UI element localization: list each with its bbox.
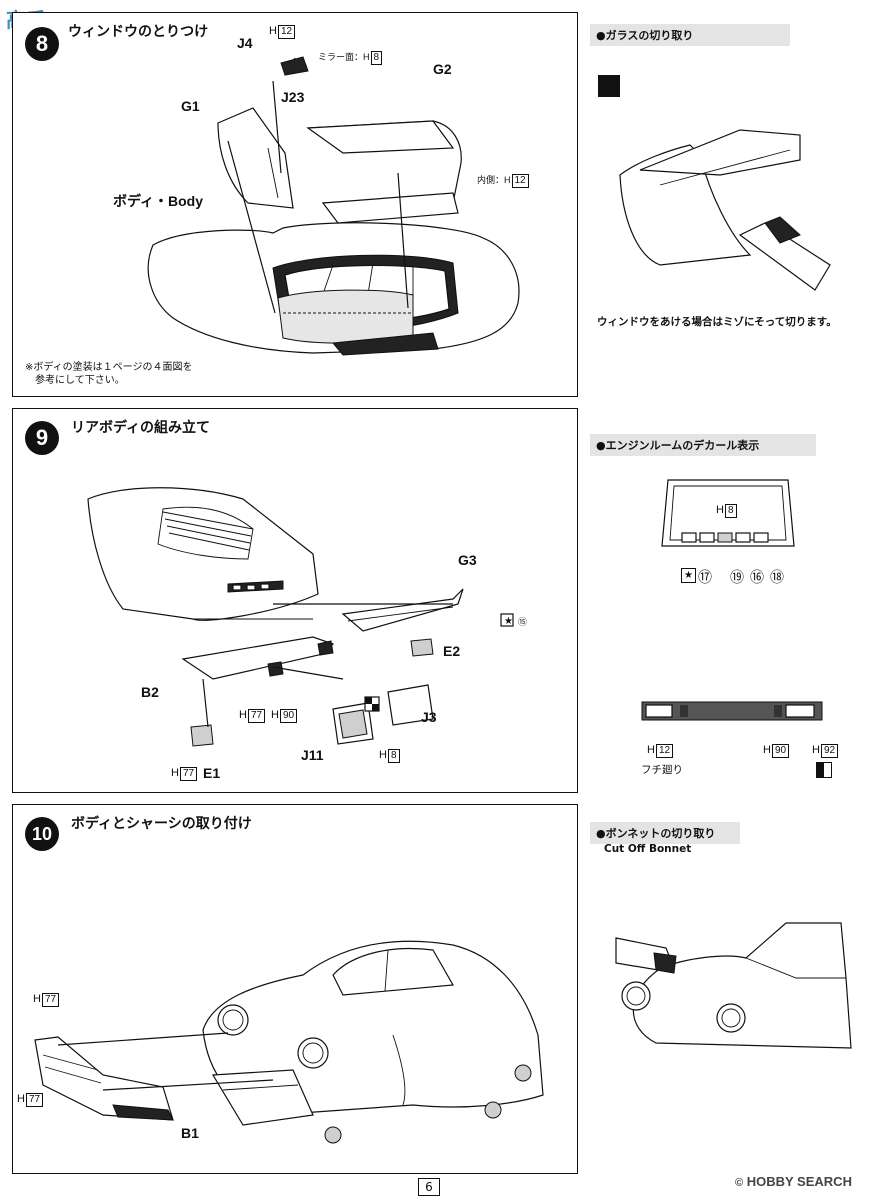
label-J11: J11 xyxy=(301,747,324,763)
label-J4: J4 xyxy=(237,35,253,51)
engine-room-drawing xyxy=(661,479,795,547)
ref-box: 12 xyxy=(655,744,674,758)
step-9-badge: 9 xyxy=(25,421,59,455)
step-9-panel: 9 リアボディの組み立て ★ G3 ⑮ E2 xyxy=(12,408,578,793)
ref-box: 92 xyxy=(820,744,839,758)
footer-brand: © HOBBY SEARCH xyxy=(735,1174,852,1189)
side-engine-heading: ●エンジンルームのデカール表示 xyxy=(590,434,816,456)
label-B2: B2 xyxy=(141,684,159,700)
ref-box: 77 xyxy=(247,709,266,723)
svg-text:★: ★ xyxy=(504,616,513,627)
ref-letter: H xyxy=(17,1093,25,1105)
label-body: ボディ・Body xyxy=(113,193,204,209)
page-number: 6 xyxy=(418,1178,440,1196)
glass-cut-drawing xyxy=(619,129,831,291)
ref-letter: H xyxy=(33,993,41,1005)
side-bonnet-sub: Cut Off Bonnet xyxy=(604,843,692,855)
ref-letter: H xyxy=(269,25,277,37)
label-E2: E2 xyxy=(443,643,461,659)
ref-box: 90 xyxy=(771,744,790,758)
bonnet-cut-drawing xyxy=(615,922,852,1049)
ref-letter: 内側：H xyxy=(477,175,511,185)
ref-letter: H xyxy=(763,744,771,756)
step-8-badge: 8 xyxy=(25,27,59,61)
copyright-icon: © xyxy=(735,1177,744,1189)
engine-star-icon: ★ xyxy=(681,568,696,583)
step-9-title: リアボディの組み立て xyxy=(71,420,211,436)
rear-body-drawing: ★ xyxy=(87,487,514,747)
ref-letter: H xyxy=(379,749,387,761)
label-G3: G3 xyxy=(458,552,477,568)
ref-box: 77 xyxy=(25,1093,44,1107)
decal-17: ⑰ xyxy=(698,569,712,585)
label-G2: G2 xyxy=(433,61,452,77)
ref-box: 8 xyxy=(387,749,400,763)
ref-box: 12 xyxy=(511,174,529,188)
ref-letter: ミラー面：H xyxy=(318,52,370,62)
step-10-badge: 10 xyxy=(25,817,59,851)
window-assembly-drawing xyxy=(147,56,520,356)
label-G1: G1 xyxy=(181,98,200,114)
ref-star-15: ⑮ xyxy=(516,616,532,629)
label-E1: E1 xyxy=(203,765,221,781)
label-J3: J3 xyxy=(421,709,437,725)
ref-box: 8 xyxy=(724,504,737,518)
decal-18: ⑱ xyxy=(770,569,784,585)
decal-15: ⑮ xyxy=(517,617,527,627)
ref-box: 77 xyxy=(41,993,60,1007)
ref-box: 90 xyxy=(279,709,298,723)
ref-letter: H xyxy=(271,709,279,721)
ref-box: 12 xyxy=(277,25,296,39)
paint-note-line1: ※ボディの塗装は１ページの４面図を xyxy=(25,362,193,373)
body-chassis-drawing xyxy=(34,940,544,1144)
paint-note: ※ボディの塗装は１ページの４面図を 参考にして下さい。 xyxy=(25,361,192,387)
ref-box: 77 xyxy=(179,767,198,781)
decal-19: ⑲ xyxy=(730,569,744,585)
step-10-title: ボディとシャーシの取り付け xyxy=(71,816,252,832)
side-bonnet-heading: ●ボンネットの切り取り xyxy=(590,822,740,844)
label-B1: B1 xyxy=(181,1125,199,1141)
maker-logo-icon xyxy=(598,75,620,97)
ref-box: 8 xyxy=(370,51,383,65)
paint-note-line2: 参考にして下さい。 xyxy=(35,375,125,386)
step-8-title: ウィンドウのとりつけ xyxy=(68,24,209,40)
side-glass-heading: ●ガラスの切り取り xyxy=(590,24,790,46)
side-glass-text: ウィンドウをあける場合はミゾにそって切ります。 xyxy=(597,316,837,328)
decal-16: ⑯ xyxy=(750,569,764,585)
footer-brand-text: HOBBY SEARCH xyxy=(746,1174,852,1189)
strip-check-icon xyxy=(816,762,832,778)
tail-strip-drawing xyxy=(641,701,823,721)
label-J23: J23 xyxy=(281,89,305,105)
ref-letter: H xyxy=(647,744,655,756)
ref-letter: H xyxy=(171,767,179,779)
ref-letter: H xyxy=(812,744,820,756)
ref-letter: H xyxy=(716,504,724,516)
ref-letter: H xyxy=(239,709,247,721)
strip-fuchi-label: フチ廻り xyxy=(641,764,683,776)
